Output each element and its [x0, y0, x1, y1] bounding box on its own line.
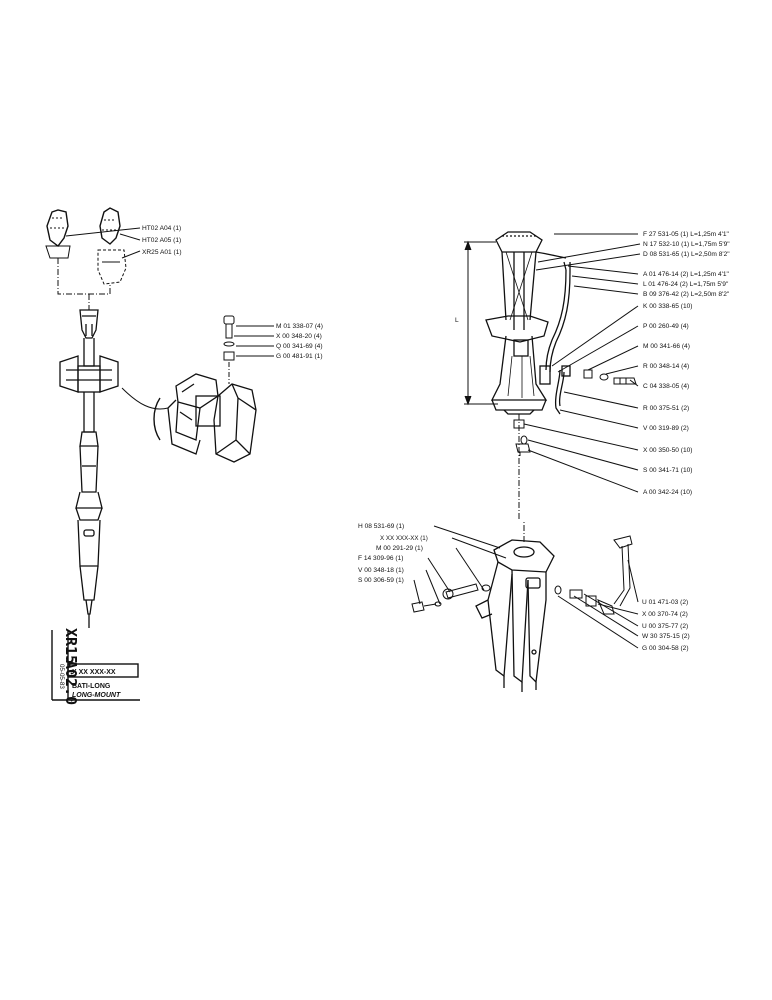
left-top-labels: HT02 A04 (1) HT02 A05 (1) XR25 A01 (1): [142, 225, 182, 256]
hose-labels: A 01 476-14 (2) L=1,25m 4'1" L 01 476-24…: [643, 271, 730, 298]
hammer-attachment-a: [45, 209, 71, 259]
part-label: W 30 375-15 (2): [642, 633, 690, 640]
left-clamp-labels: M 01 338-07 (4) X 00 348-20 (4) Q 00 341…: [276, 323, 323, 360]
part-label: X 00 350-50 (10): [643, 447, 693, 454]
part-label: M 00 341-66 (4): [643, 343, 690, 350]
issue-date: 05-05-83: [58, 664, 65, 689]
part-label: XR25 A01 (1): [142, 249, 182, 256]
part-label: U 01 471-03 (2): [642, 599, 688, 606]
hammer-attachment-b: [97, 207, 127, 285]
base-fittings: [554, 535, 633, 615]
part-label: R 00 348-14 (4): [643, 363, 689, 370]
part-label: P 00 260-49 (4): [643, 323, 689, 330]
length-dimension: [464, 240, 498, 406]
washer-nut-stack: [513, 419, 531, 456]
part-label: Q 00 341-69 (4): [276, 343, 323, 350]
part-label: L 01 476-24 (2) L=1,75m 5'9": [643, 281, 729, 288]
part-label: V 00 348-18 (1): [358, 567, 404, 574]
title-block: XR15 A02.0 05-05-83 X XX XXX-XX BATI-LON…: [58, 628, 121, 705]
tube-labels: F 27 531-05 (1) L=1,25m 4'1" N 17 532-10…: [643, 231, 730, 258]
part-label: D 08 531-65 (1) L=2,50m 8'2": [643, 251, 730, 258]
part-label: G 00 481-91 (1): [276, 353, 323, 360]
title-block-frame: [51, 630, 140, 701]
coupler-hardware: [583, 369, 637, 385]
part-label: A 01 476-14 (2) L=1,25m 4'1": [643, 271, 730, 278]
length-dimension-label: L: [455, 317, 459, 324]
part-label: S 00 341-71 (10): [643, 467, 693, 474]
part-label: N 17 532-10 (1) L=1,75m 5'9": [643, 241, 730, 248]
part-label: R 00 375-51 (2): [643, 405, 689, 412]
part-label: C 04 338-05 (4): [643, 383, 689, 390]
part-label: X XX XXX-XX (1): [380, 535, 428, 542]
part-label: B 09 376-42 (2) L=2,50m 8'2": [643, 291, 730, 298]
model-code: XR15: [62, 628, 80, 664]
part-label: X 00 348-20 (4): [276, 333, 322, 340]
part-label: HT02 A05 (1): [142, 237, 181, 244]
part-label: G 00 304-58 (2): [642, 645, 689, 652]
part-label: M 01 338-07 (4): [276, 323, 323, 330]
part-label: U 00 375-77 (2): [642, 623, 688, 630]
part-name-fr: BATI-LONG: [72, 683, 111, 690]
bolt-hardware-stack: [223, 315, 235, 384]
clamp-assembly: [167, 373, 257, 463]
part-label: M 00 291-29 (1): [376, 545, 423, 552]
base-pin-bolt: [411, 583, 491, 613]
part-labels-right: K 00 338-65 (10) P 00 260-49 (4) M 00 34…: [643, 303, 693, 496]
part-label: F 14 309-96 (1): [358, 555, 403, 562]
long-mount-boom: [59, 309, 119, 628]
part-label: X 00 370-74 (2): [642, 611, 688, 618]
part-name-en: LONG-MOUNT: [72, 692, 121, 699]
sheet-number: A02.0: [62, 660, 80, 705]
hydraulic-hose: [539, 261, 571, 415]
part-label: F 27 531-05 (1) L=1,25m 4'1": [643, 231, 730, 238]
base-housing: [475, 539, 555, 692]
reference-number: X XX XXX-XX: [72, 669, 116, 676]
part-label: S 00 306-59 (1): [358, 577, 404, 584]
part-label: A 00 342-24 (10): [643, 489, 692, 496]
part-label: V 00 319-89 (2): [643, 425, 689, 432]
part-label: H 08 531-69 (1): [358, 523, 404, 530]
base-labels-left: H 08 531-69 (1) X XX XXX-XX (1) M 00 291…: [358, 523, 428, 584]
base-labels-right: U 01 471-03 (2) X 00 370-74 (2) U 00 375…: [642, 599, 690, 652]
part-label: HT02 A04 (1): [142, 225, 181, 232]
part-label: K 00 338-65 (10): [643, 303, 693, 310]
mast-assembly: [485, 231, 567, 415]
